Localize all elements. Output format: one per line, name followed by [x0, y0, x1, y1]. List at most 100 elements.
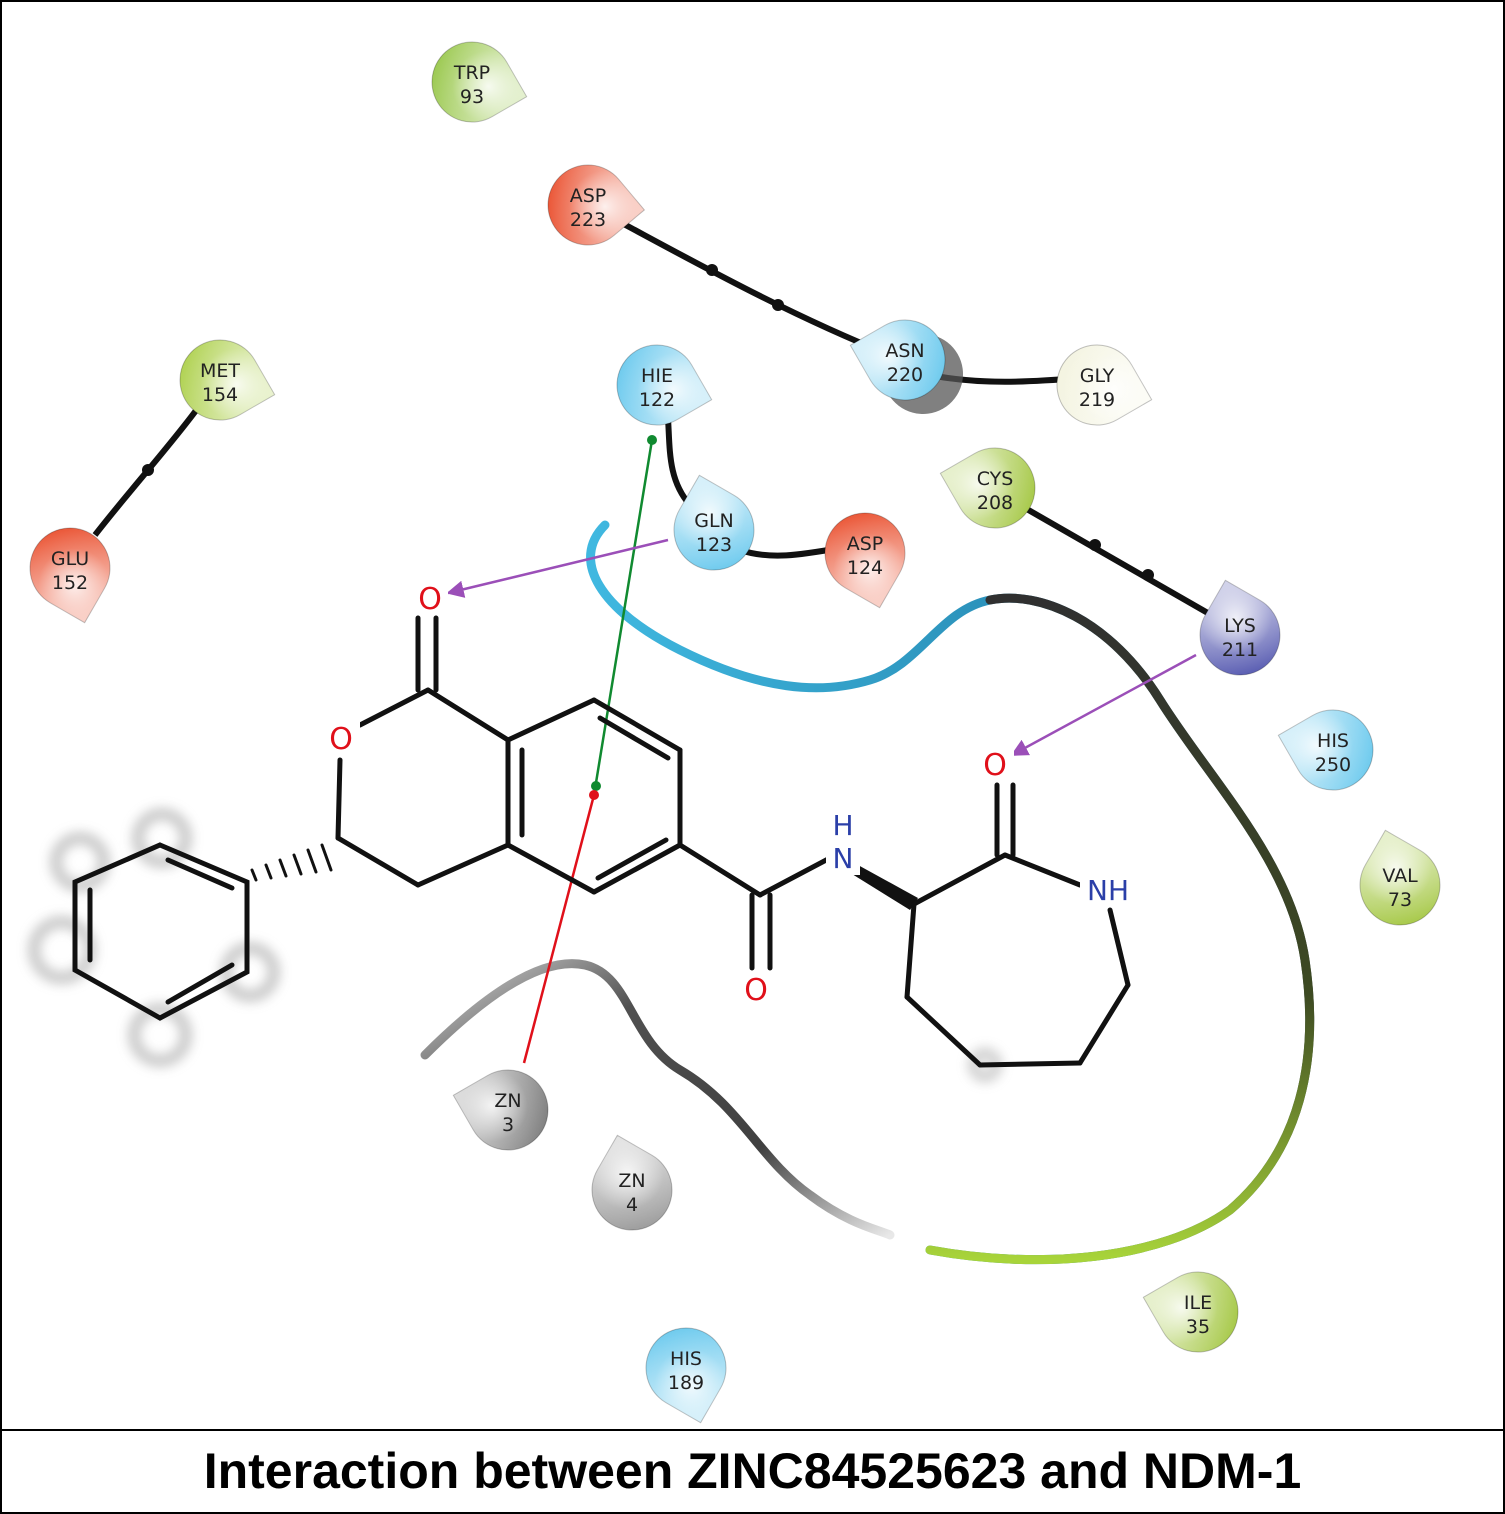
residue-name: HIS [670, 1348, 702, 1370]
residue-number: 211 [1222, 639, 1258, 661]
residue-shine [1360, 830, 1440, 925]
stereo-hash-bond [250, 843, 333, 882]
residue-shine [940, 448, 1035, 528]
residue-number: 73 [1388, 889, 1412, 911]
residue-number: 122 [639, 389, 675, 411]
residue-name: ASP [847, 533, 884, 555]
residue-number: 123 [696, 534, 732, 556]
pi-stack-hie122 [592, 439, 654, 796]
metal-node [589, 790, 599, 800]
atom-n-amide: N [833, 842, 854, 875]
residue-name: ASP [570, 185, 607, 207]
atom-nh-lactam: NH [1087, 874, 1129, 907]
hbond-lys211 [1010, 653, 1197, 757]
atom-o-lactam: O [983, 748, 1007, 783]
pocket-curve-green [925, 593, 1315, 1265]
residue-name: GLU [51, 548, 89, 570]
residue-number: 35 [1186, 1316, 1210, 1338]
residue-shine [674, 475, 754, 570]
residue-name: LYS [1224, 615, 1256, 637]
residue-number: 250 [1315, 754, 1351, 776]
residue-shine [850, 320, 945, 400]
backbone-node [1142, 569, 1154, 581]
backbone-node [772, 299, 784, 311]
atom-o-carbonyl: O [418, 582, 442, 617]
pi-stack-node [591, 781, 601, 791]
residue-name: GLY [1080, 365, 1115, 387]
residue-name: HIE [641, 365, 673, 387]
residue-name: TRP [453, 62, 490, 84]
residue-number: 152 [52, 572, 88, 594]
residue-number: 4 [626, 1194, 638, 1216]
pocket-curve-grey [420, 959, 895, 1240]
backbone-cys208-lys211 [1023, 505, 1222, 623]
backbone-hie122-gln123 [665, 417, 693, 507]
residue-name: MET [200, 360, 240, 382]
residue-number: 124 [847, 557, 883, 579]
residue-shine [1278, 710, 1373, 790]
backbone-asp223-asn220 [618, 219, 892, 358]
residue-shine [825, 513, 905, 608]
residue-shine [30, 528, 110, 623]
interactions [446, 435, 1197, 1064]
residue-shine [180, 340, 275, 420]
atom-labels: O O O O H N NH [322, 580, 1136, 1008]
residue-number: 220 [887, 364, 923, 386]
residue-shine [432, 42, 527, 122]
residue-name: VAL [1382, 865, 1418, 887]
residue-zn4: ZN4 [591, 1134, 673, 1231]
residue-shine [548, 165, 645, 245]
atom-o-amide: O [744, 973, 768, 1008]
residue-name: GLN [694, 510, 734, 532]
pi-stack-node [647, 435, 657, 445]
residue-shine [1143, 1272, 1238, 1352]
residue-number: 219 [1079, 389, 1115, 411]
pocket-outline [420, 520, 1315, 1265]
phenyl-ring [72, 842, 250, 1021]
residue-name: ZN [618, 1170, 645, 1192]
residue-number: 189 [668, 1372, 704, 1394]
residue-shine [646, 1328, 726, 1423]
figure-caption: Interaction between ZINC84525623 and NDM… [203, 1443, 1302, 1499]
residue-shine [592, 1135, 672, 1230]
residue-name: HIS [1317, 730, 1349, 752]
atom-h-amide: H [832, 809, 853, 842]
backbone-node [1089, 539, 1101, 551]
hbond-gln123 [446, 538, 669, 598]
residue-number: 3 [502, 1114, 514, 1136]
metal-coordination-zn3 [522, 794, 596, 1064]
residue-shine [453, 1070, 548, 1150]
residue-zn3: ZN3 [452, 1069, 549, 1151]
residue-name: ZN [494, 1090, 521, 1112]
residue-name: ILE [1184, 1292, 1212, 1314]
residue-name: CYS [977, 468, 1014, 490]
residue-number: 154 [202, 384, 238, 406]
backbone-node [706, 264, 718, 276]
residue-shine [617, 345, 712, 425]
residue-shine [1200, 580, 1280, 675]
residue-number: 93 [460, 86, 484, 108]
atom-o-ring: O [329, 722, 353, 757]
ligand-structure [72, 615, 1131, 1068]
residue-number: 223 [570, 209, 606, 231]
residue-shine [1057, 345, 1152, 425]
residue-number: 208 [977, 492, 1013, 514]
stereo-wedge-bond [852, 865, 918, 910]
